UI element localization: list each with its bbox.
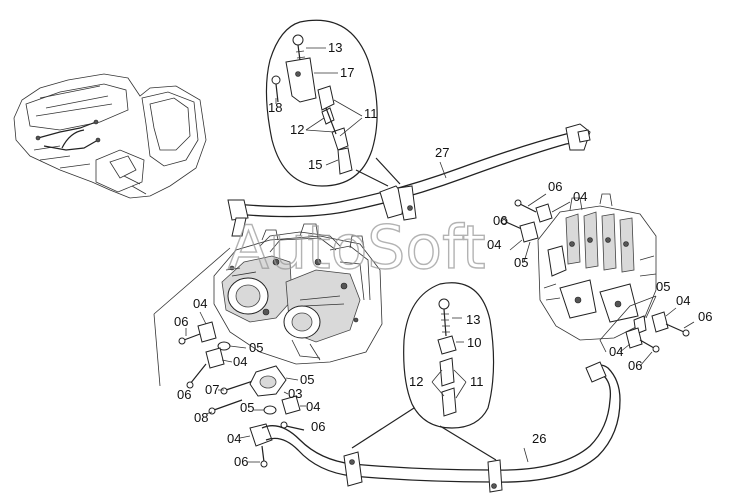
callout-label-05: 05 (514, 255, 528, 270)
callout-label-18: 18 (268, 100, 282, 115)
callout-label-05: 05 (240, 400, 254, 415)
callout-label-04: 04 (227, 431, 241, 446)
callout-label-12: 12 (409, 374, 423, 389)
pump-assembly (213, 223, 383, 365)
callout-label-06: 06 (177, 387, 191, 402)
callout-label-04: 04 (609, 344, 623, 359)
callout-label-05: 05 (656, 279, 670, 294)
hose-26 (261, 361, 621, 493)
callout-label-04: 04 (233, 354, 247, 369)
callout-label-11: 11 (364, 106, 378, 121)
callout-label-12: 12 (290, 122, 304, 137)
callout-label-13: 13 (466, 312, 480, 327)
callout-label-04: 04 (193, 296, 207, 311)
detail-oval-bottom (351, 282, 497, 461)
callout-label-15: 15 (308, 157, 322, 172)
callout-label-04: 04 (487, 237, 501, 252)
callout-label-06: 06 (548, 179, 562, 194)
callout-label-06: 06 (493, 213, 507, 228)
callout-label-05: 05 (249, 340, 263, 355)
watermark-text: AutoSoft (228, 213, 486, 283)
callout-label-06: 06 (174, 314, 188, 329)
control-valve (537, 193, 657, 341)
callout-label-06: 06 (628, 358, 642, 373)
callout-label-04: 04 (676, 293, 690, 308)
pump-fittings (153, 247, 306, 468)
detail-oval-top (265, 19, 401, 187)
callout-label-03: 03 (288, 386, 302, 401)
callout-label-04: 04 (306, 399, 320, 414)
callout-label-06: 06 (698, 309, 712, 324)
valve-fittings (500, 193, 695, 367)
callout-label-06: 06 (311, 419, 325, 434)
callout-label-17: 17 (340, 65, 354, 80)
callout-label-26: 26 (532, 431, 546, 446)
callout-label-11: 11 (470, 374, 484, 389)
callout-label-07: 07 (205, 382, 219, 397)
callout-label-10: 10 (467, 335, 481, 350)
callout-label-05: 05 (300, 372, 314, 387)
callout-label-13: 13 (328, 40, 342, 55)
hose-27 (227, 123, 591, 237)
callout-label-27: 27 (435, 145, 449, 160)
callout-label-06: 06 (234, 454, 248, 469)
excavator-inset (13, 73, 207, 199)
callout-label-04: 04 (573, 189, 587, 204)
callout-label-08: 08 (194, 410, 208, 425)
